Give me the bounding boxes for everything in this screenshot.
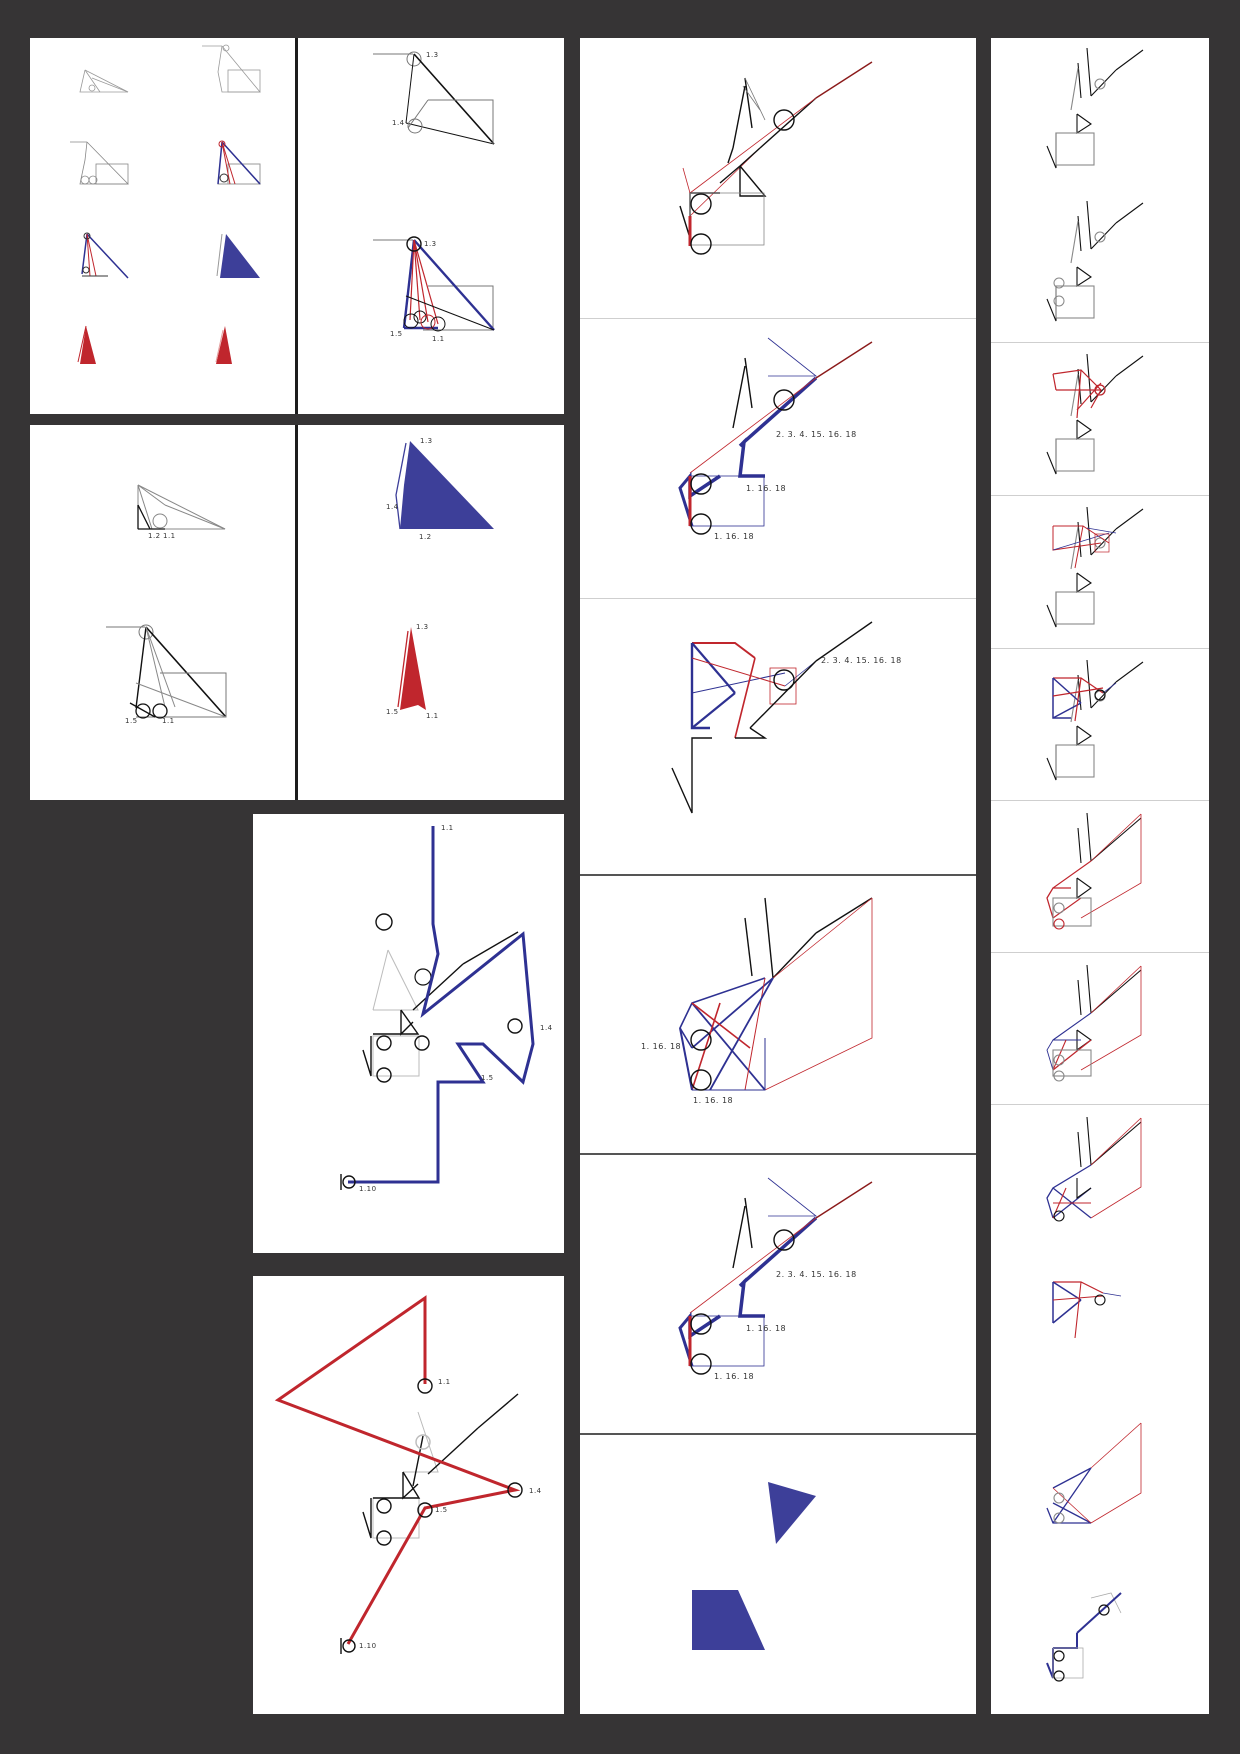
label-1-3-d-bottom: 1.3 <box>416 623 429 631</box>
label-1-4-top: 1.4 <box>392 119 405 127</box>
figure-g3 <box>671 621 873 814</box>
red-filled-triangle <box>400 627 426 710</box>
panel-b-drawing <box>373 51 495 332</box>
label-1-5-bottom: 1.5 <box>390 330 403 338</box>
panel-b-bottom-figure <box>373 236 495 332</box>
thumb-r2-right <box>217 140 262 185</box>
label-1-16-18-g5a: 1. 16. 18 <box>746 1324 787 1333</box>
panel-f-red-path: 1.1 1.4 1.5 1.10 <box>253 1276 564 1714</box>
label-1-16-18-g5b: 1. 16. 18 <box>714 1372 755 1381</box>
divider-g1 <box>580 318 976 319</box>
label-seq-g5: 2. 3. 4. 15. 16. 18 <box>776 1270 857 1279</box>
figure-h6 <box>1046 812 1142 930</box>
separator-c <box>295 425 298 800</box>
figure-h11 <box>1046 1592 1122 1682</box>
panel-thumbnails-grid <box>30 38 295 414</box>
thumb-r1-right <box>202 44 261 93</box>
figure-h10 <box>1046 1422 1142 1524</box>
label-1-1-f: 1.1 <box>438 1378 451 1386</box>
panel-e-grey-figure <box>372 949 420 1077</box>
thumb-r2-left <box>70 141 129 185</box>
blue-trapezoid-g6 <box>692 1590 765 1650</box>
figure-g5 <box>678 1177 873 1375</box>
divider-g3 <box>580 874 976 876</box>
panel-d: 1.3 1.4 1.2 1.3 1.5 1.1 <box>298 425 564 800</box>
label-1-3-bottom: 1.3 <box>424 240 437 248</box>
figure-h3 <box>1046 353 1144 475</box>
figure-g1 <box>679 61 873 255</box>
label-1-1-c-top: 1.1 <box>163 532 176 540</box>
label-seq-g3: 2. 3. 4. 15. 16. 18 <box>821 656 902 665</box>
panel-column-middle: 2. 3. 4. 15. 16. 18 1. 16. 18 1. 16. 18 … <box>580 38 976 1714</box>
figure-h9 <box>1052 1281 1122 1339</box>
label-1-16-18-g4b: 1. 16. 18 <box>693 1096 734 1105</box>
blue-filled-triangle <box>400 441 494 529</box>
figure-h4 <box>1046 506 1144 628</box>
figure-h2 <box>1046 200 1144 322</box>
divider-h6 <box>991 1104 1209 1105</box>
figure-g4 <box>679 897 873 1091</box>
label-1-1-e: 1.1 <box>441 824 454 832</box>
panel-c-bottom-figure <box>106 624 227 719</box>
panel-c: 1.2 1.1 1.5 1.1 <box>30 425 295 800</box>
panel-column-right <box>991 38 1209 1714</box>
panel-b: 1.3 1.4 1.3 1.5 1.1 <box>298 38 564 414</box>
panel-e-blue-path: 1.1 1.4 1.5 1.10 <box>253 814 564 1253</box>
divider-h5 <box>991 952 1209 953</box>
divider-h4 <box>991 800 1209 801</box>
label-1-16-18-g4a: 1. 16. 18 <box>641 1042 682 1051</box>
divider-h3 <box>991 648 1209 649</box>
thumb-r3-left <box>81 232 129 279</box>
divider-h2 <box>991 495 1209 496</box>
divider-g2 <box>580 598 976 599</box>
divider-g5 <box>580 1433 976 1435</box>
label-1-4-e: 1.4 <box>540 1024 553 1032</box>
panel-e-blue-path-line <box>348 826 535 1184</box>
panel-d-drawing <box>395 441 494 710</box>
panel-f-drawing <box>274 1295 523 1654</box>
separator-a <box>295 38 298 414</box>
middle-column-drawing <box>671 61 873 1650</box>
divider-g4 <box>580 1153 976 1155</box>
label-1-5-d-bottom: 1.5 <box>386 708 399 716</box>
panel-f-red-path-line <box>274 1295 521 1645</box>
figure-g2 <box>678 337 873 535</box>
label-1-1-d-bottom: 1.1 <box>426 712 439 720</box>
panel-c-top-figure <box>137 484 226 530</box>
label-1-3-d-top: 1.3 <box>420 437 433 445</box>
label-1-2-d-top: 1.2 <box>419 533 432 541</box>
label-1-16-18-g2a: 1. 16. 18 <box>746 484 787 493</box>
panel-e-drawing <box>340 826 535 1190</box>
label-1-16-18-g2b: 1. 16. 18 <box>714 532 755 541</box>
label-1-4-d-top: 1.4 <box>386 503 399 511</box>
label-1-3-top: 1.3 <box>426 51 439 59</box>
label-seq-g2: 2. 3. 4. 15. 16. 18 <box>776 430 857 439</box>
label-1-4-f: 1.4 <box>529 1487 542 1495</box>
panel-b-top-figure <box>373 51 495 145</box>
label-1-1-c-bottom: 1.1 <box>162 717 175 725</box>
figure-h8 <box>1046 1116 1142 1222</box>
label-1-5-e: 1.5 <box>481 1074 494 1082</box>
thumb-r3-right <box>216 233 260 278</box>
thumb-r1-left <box>79 69 129 93</box>
label-1-1-bottom: 1.1 <box>432 335 445 343</box>
label-1-10-e: 1.10 <box>359 1185 377 1193</box>
thumb-r4-right <box>215 326 232 364</box>
panel-f-black-figure <box>362 1393 519 1546</box>
panel-c-drawing <box>106 484 227 719</box>
label-1-2-c-top: 1.2 <box>148 532 161 540</box>
label-1-10-f: 1.10 <box>359 1642 377 1650</box>
thumbnail-grid-drawing <box>70 44 262 364</box>
blue-triangle-g6 <box>768 1482 816 1544</box>
figure-h1 <box>1046 47 1144 169</box>
thumb-r4-left <box>77 325 96 364</box>
figure-h7 <box>1046 964 1142 1082</box>
figure-h5 <box>1046 659 1144 781</box>
divider-h1 <box>991 342 1209 343</box>
panel-e-black-figure <box>362 913 523 1083</box>
label-1-5-f: 1.5 <box>435 1506 448 1514</box>
label-1-5-c-bottom: 1.5 <box>125 717 138 725</box>
right-column-drawing <box>1046 47 1144 1682</box>
